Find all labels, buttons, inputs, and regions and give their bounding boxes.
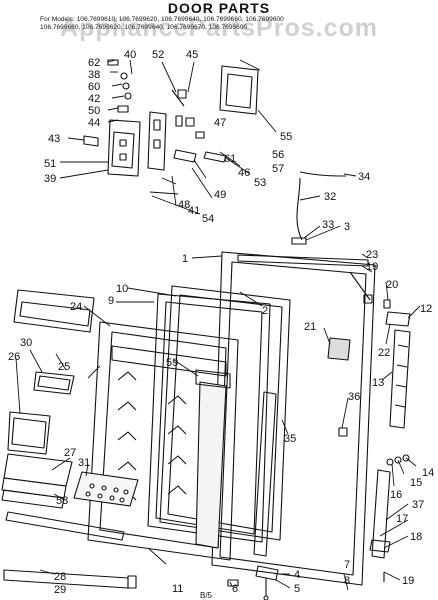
callout-44: 44 (88, 117, 100, 129)
callout-23: 23 (366, 249, 378, 261)
models-line-2: 106.7699680, 106.7699620, 106.7699640, 1… (40, 24, 248, 31)
callout-49: 49 (214, 189, 226, 201)
callout-45: 45 (186, 49, 198, 61)
callout-29: 29 (54, 584, 66, 596)
callout-60: 60 (88, 81, 100, 93)
callout-33: 33 (322, 219, 334, 231)
callout-8: 8 (344, 575, 350, 587)
lower-handle (369, 469, 391, 559)
callout-41: 41 (188, 205, 200, 217)
callout-51: 51 (44, 158, 56, 170)
callout-13: 13 (372, 377, 384, 389)
dispenser-cover (219, 65, 259, 115)
callout-62: 62 (88, 57, 100, 69)
callout-48: 48 (178, 199, 190, 211)
handle-screws (383, 454, 410, 582)
callout-11: 11 (172, 583, 183, 595)
callout-53: 53 (254, 177, 266, 189)
footer-code: B/5 (200, 591, 213, 600)
callout-15: 15 (410, 477, 422, 489)
callout-17: 17 (396, 513, 408, 525)
handle-top-cap (383, 299, 411, 327)
diagram-title: DOOR PARTS (167, 0, 271, 16)
callout-34: 34 (358, 171, 370, 183)
callout-27: 27 (64, 447, 76, 459)
models-list: For Models: 106.7699610, 106.7699620, 10… (40, 16, 430, 32)
control-housing (107, 119, 141, 177)
callout-3: 3 (344, 221, 350, 233)
callout-38: 38 (88, 69, 100, 81)
callout-39: 39 (44, 173, 56, 185)
callout-16: 16 (390, 489, 402, 501)
hinge-side-strip (253, 391, 277, 557)
leader-lines (15, 59, 421, 591)
wire-harness (296, 177, 303, 241)
shelf-rail (5, 511, 125, 541)
callout-19-bottom: 19 (402, 575, 414, 587)
callout-numbers: 62 38 60 42 50 44 40 43 51 39 52 45 47 4… (8, 49, 434, 600)
callout-50: 50 (88, 105, 100, 117)
callout-52: 52 (152, 49, 164, 61)
callout-24: 24 (70, 301, 82, 313)
callout-35: 35 (284, 433, 296, 445)
callout-7: 7 (344, 559, 350, 571)
callout-22: 22 (378, 347, 390, 359)
callout-5: 5 (294, 583, 300, 595)
callout-46: 46 (238, 167, 250, 179)
door-frame (147, 293, 271, 543)
callout-32: 32 (324, 191, 336, 203)
callout-20: 20 (386, 279, 398, 291)
egg-tray (33, 371, 75, 395)
callout-31: 31 (78, 457, 90, 469)
callout-10: 10 (116, 283, 128, 295)
liner-top-shelf (195, 369, 231, 389)
callout-2: 2 (262, 305, 268, 317)
small-bin (7, 411, 51, 455)
bottom-trim (3, 569, 137, 589)
callout-14: 14 (422, 467, 434, 479)
callout-42: 42 (88, 93, 100, 105)
door-shelf-bin (1, 453, 73, 509)
callout-30: 30 (20, 337, 32, 349)
inner-door-liner (87, 321, 239, 561)
dairy-door (13, 289, 95, 333)
callout-57: 57 (272, 163, 284, 175)
callout-1: 1 (182, 253, 188, 265)
callout-58: 58 (56, 495, 68, 507)
callout-21: 21 (304, 321, 316, 333)
callout-12: 12 (420, 303, 432, 315)
callout-56: 56 (272, 149, 284, 161)
small-hardware-top (83, 59, 227, 195)
callout-61: 61 (224, 153, 236, 165)
callout-28: 28 (54, 571, 66, 583)
callout-40: 40 (124, 49, 136, 61)
liner-shelves (117, 371, 187, 501)
callout-19-top: 19 (366, 261, 378, 273)
callout-55: 55 (280, 131, 292, 143)
wire-clip (291, 237, 307, 245)
bottom-hinge (227, 565, 279, 600)
top-trim-strip (237, 254, 373, 304)
door-gasket (159, 285, 291, 541)
control-bracket (147, 111, 167, 171)
callout-25: 25 (58, 361, 70, 373)
callout-6: 6 (232, 583, 238, 595)
door-handle (389, 329, 411, 429)
callout-18: 18 (410, 531, 422, 543)
heater-wire (299, 171, 347, 177)
callout-59: 59 (166, 357, 178, 369)
callout-26: 26 (8, 351, 20, 363)
callout-36: 36 (348, 391, 360, 403)
callout-9: 9 (108, 295, 114, 307)
callout-37: 37 (412, 499, 424, 511)
callout-54: 54 (202, 213, 214, 225)
callout-43: 43 (48, 133, 60, 145)
egg-bin-insert (73, 471, 139, 507)
models-line-1: For Models: 106.7699610, 106.7699620, 10… (40, 16, 284, 23)
callout-47: 47 (214, 117, 226, 129)
callout-4: 4 (294, 569, 300, 581)
